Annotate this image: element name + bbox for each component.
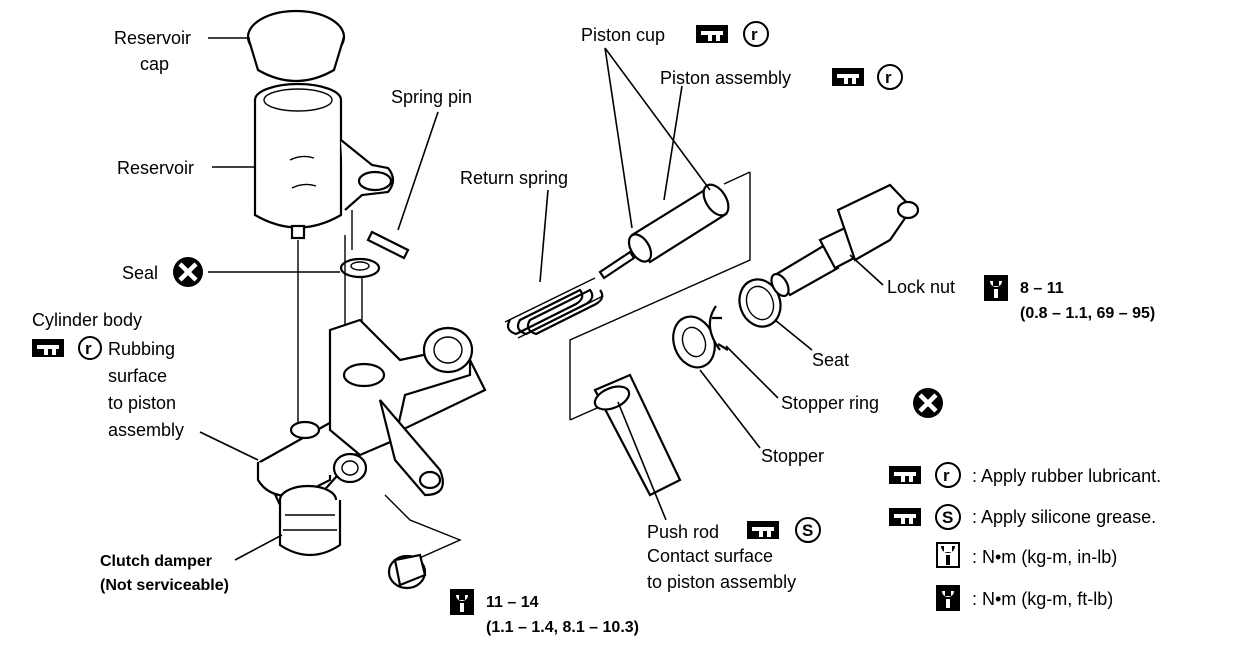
torque-wrench-icon xyxy=(936,585,960,611)
mounting-nut-part xyxy=(384,494,462,590)
lock-nut-torque-label: 8 – 11 xyxy=(1020,280,1064,297)
torque-wrench-icon xyxy=(984,275,1008,301)
return-spring-label: Return spring xyxy=(460,168,568,188)
svg-text:S: S xyxy=(802,521,813,540)
svg-text:r: r xyxy=(751,25,758,44)
silicone-s-icon: S xyxy=(935,504,961,530)
spring-pin-label: Spring pin xyxy=(391,87,472,107)
svg-text:r: r xyxy=(85,339,92,358)
grease-icon xyxy=(889,508,921,526)
nut-torque-label: 11 – 14 xyxy=(486,594,539,611)
push-rod-part xyxy=(593,373,682,497)
stopper-label: Stopper xyxy=(761,446,824,466)
clutch-damper-label: Clutch damper xyxy=(100,553,212,570)
rubber-r-icon: r xyxy=(877,64,903,90)
legend-inlb-text: : N•m (kg-m, in-lb) xyxy=(972,547,1117,567)
reservoir-label: Reservoir xyxy=(117,158,194,178)
torque-wrench-icon xyxy=(450,589,474,615)
lubricant-icon xyxy=(889,466,921,484)
replace-x-icon xyxy=(913,388,943,418)
legend: r : Apply rubber lubricant. S : Apply si… xyxy=(889,462,1161,611)
push-rod-clevis-part xyxy=(770,183,920,298)
svg-text:S: S xyxy=(942,508,953,527)
cylinder-body-label: Cylinder body xyxy=(32,310,142,330)
clutch-damper-part xyxy=(256,462,342,556)
clutch-damper-label-2: (Not serviceable) xyxy=(100,577,229,594)
svg-text:r: r xyxy=(943,466,950,485)
return-spring-part xyxy=(504,277,604,339)
nut-torque-label-2: (1.1 – 1.4, 8.1 – 10.3) xyxy=(486,619,639,636)
rubbing-surface-label: Rubbing xyxy=(108,339,175,359)
rubber-r-icon: r xyxy=(743,21,769,47)
reservoir-cap-label: Reservoir xyxy=(114,28,191,48)
seat-label: Seat xyxy=(812,350,849,370)
svg-text:r: r xyxy=(885,68,892,87)
seal-label: Seal xyxy=(122,263,158,283)
rubber-r-icon: r xyxy=(935,462,961,488)
torque-wrench-icon xyxy=(936,542,960,568)
stopper-ring-label: Stopper ring xyxy=(781,393,879,413)
push-rod-label: Push rod xyxy=(647,522,719,542)
lock-nut-label: Lock nut xyxy=(887,277,955,297)
piston-assembly-part xyxy=(598,183,730,280)
stopper-ring-part xyxy=(708,305,729,351)
seat-part xyxy=(738,278,782,328)
reservoir-cap-part xyxy=(246,9,346,83)
rubbing-surface-label-3: to piston xyxy=(108,393,176,413)
lubricant-icon xyxy=(32,339,64,357)
legend-ftlb-text: : N•m (kg-m, ft-lb) xyxy=(972,589,1113,609)
reservoir-cap-label-2: cap xyxy=(140,54,169,74)
rubbing-surface-label-2: surface xyxy=(108,366,167,386)
reservoir-part xyxy=(253,82,395,240)
legend-silicone-text: : Apply silicone grease. xyxy=(972,507,1156,527)
lubricant-icon xyxy=(832,68,864,86)
contact-surface-label-2: to piston assembly xyxy=(647,572,796,592)
grease-icon xyxy=(747,521,779,539)
lubricant-icon xyxy=(696,25,728,43)
silicone-s-icon: S xyxy=(795,517,821,543)
spring-pin-part xyxy=(366,230,410,260)
rubber-r-icon: r xyxy=(78,336,102,360)
replace-x-icon xyxy=(173,257,203,287)
contact-surface-label: Contact surface xyxy=(647,546,773,566)
rubbing-surface-label-4: assembly xyxy=(108,420,184,440)
piston-assembly-label: Piston assembly xyxy=(660,68,791,88)
piston-cup-label: Piston cup xyxy=(581,25,665,45)
legend-rubber-text: : Apply rubber lubricant. xyxy=(972,466,1161,486)
lock-nut-torque-label-2: (0.8 – 1.1, 69 – 95) xyxy=(1020,305,1155,322)
seal-part xyxy=(339,257,381,279)
